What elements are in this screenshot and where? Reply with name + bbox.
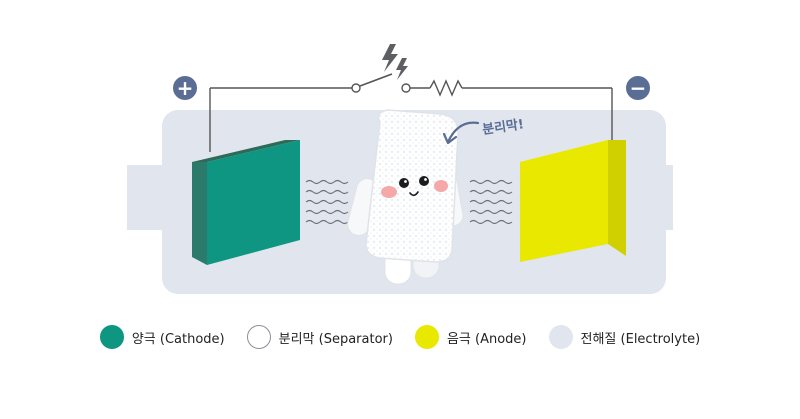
cathode-top [192, 140, 300, 162]
legend-item: 음극 (Anode) [414, 325, 527, 349]
switch-icon [351, 73, 411, 93]
legend-item: 전해질 (Electrolyte) [548, 325, 701, 349]
electrolyte-wave-icon [305, 179, 513, 225]
separator-callout-label: 분리막! [481, 116, 525, 138]
legend-label: 양극 (Cathode) [131, 331, 225, 347]
legend-label: 음극 (Anode) [446, 331, 527, 347]
anode-side [608, 140, 626, 256]
legend-item: 분리막 (Separator) [246, 325, 393, 349]
character-mouth [409, 191, 419, 197]
legend-swatch [246, 325, 271, 349]
lightning-icon [382, 44, 408, 80]
legend: 양극 (Cathode) 분리막 (Separator) 음극 (Anode) 전해질… [0, 322, 800, 352]
character-left-cheek [381, 186, 397, 198]
circuit [209, 79, 613, 152]
plus-terminal-icon: + [173, 76, 197, 100]
cathode-side [192, 162, 207, 265]
legend-item: 양극 (Cathode) [99, 325, 225, 349]
cathode-block [192, 140, 300, 265]
minus-symbol: − [630, 76, 647, 100]
battery-illustration: + − [127, 44, 673, 294]
character-right-eye [419, 176, 429, 186]
resistor-icon [429, 79, 463, 97]
arrow-icon [442, 121, 480, 145]
legend-label: 분리막 (Separator) [278, 331, 393, 347]
separator-character [347, 109, 464, 285]
anode-block [520, 140, 626, 262]
legend-swatch [414, 325, 439, 349]
legend-label: 전해질 (Electrolyte) [580, 331, 701, 347]
minus-terminal-icon: − [626, 76, 650, 100]
plus-symbol: + [177, 76, 194, 100]
anode-front [520, 140, 608, 262]
legend-swatch [99, 325, 124, 349]
character-right-cheek [434, 180, 448, 192]
legend-swatch [548, 325, 573, 349]
cathode-front [207, 140, 300, 265]
character-left-eye [399, 178, 409, 188]
